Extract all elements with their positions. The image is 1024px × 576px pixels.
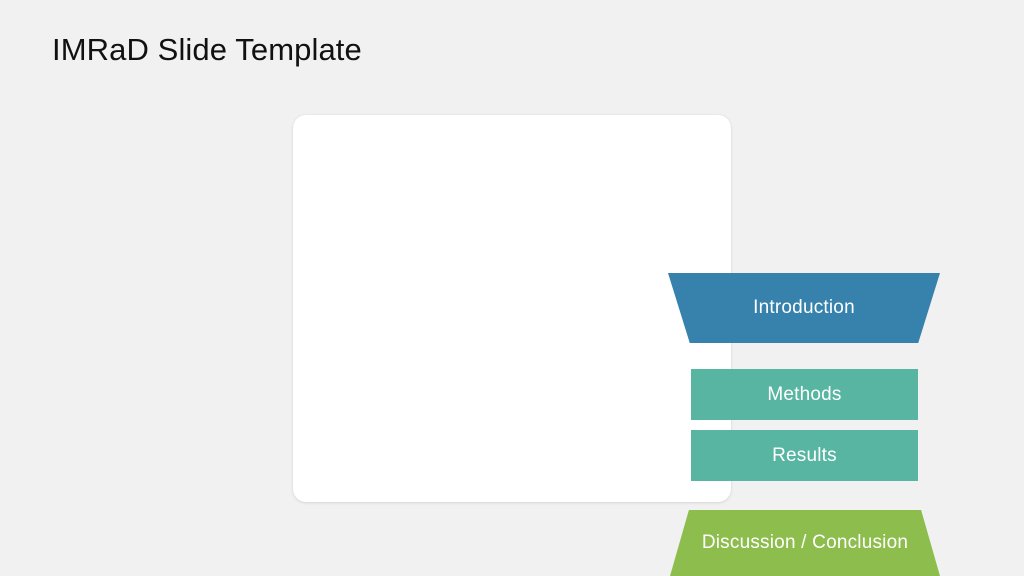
funnel-stage-results-label: Results (772, 444, 837, 466)
funnel-stage-discussion-label: Discussion / Conclusion (701, 532, 909, 553)
diagram-card: Introduction Methods Results Discussion … (293, 115, 940, 576)
funnel-stage-methods-label: Methods (767, 383, 842, 405)
funnel-stage-introduction-label: Introduction (753, 297, 855, 318)
funnel-stage-results[interactable]: Results (691, 430, 918, 481)
funnel-stage-introduction[interactable]: Introduction (668, 273, 940, 343)
funnel-stage-methods[interactable]: Methods (691, 369, 918, 420)
page-title: IMRaD Slide Template (52, 32, 362, 67)
funnel-stage-discussion[interactable]: Discussion / Conclusion (670, 510, 940, 576)
